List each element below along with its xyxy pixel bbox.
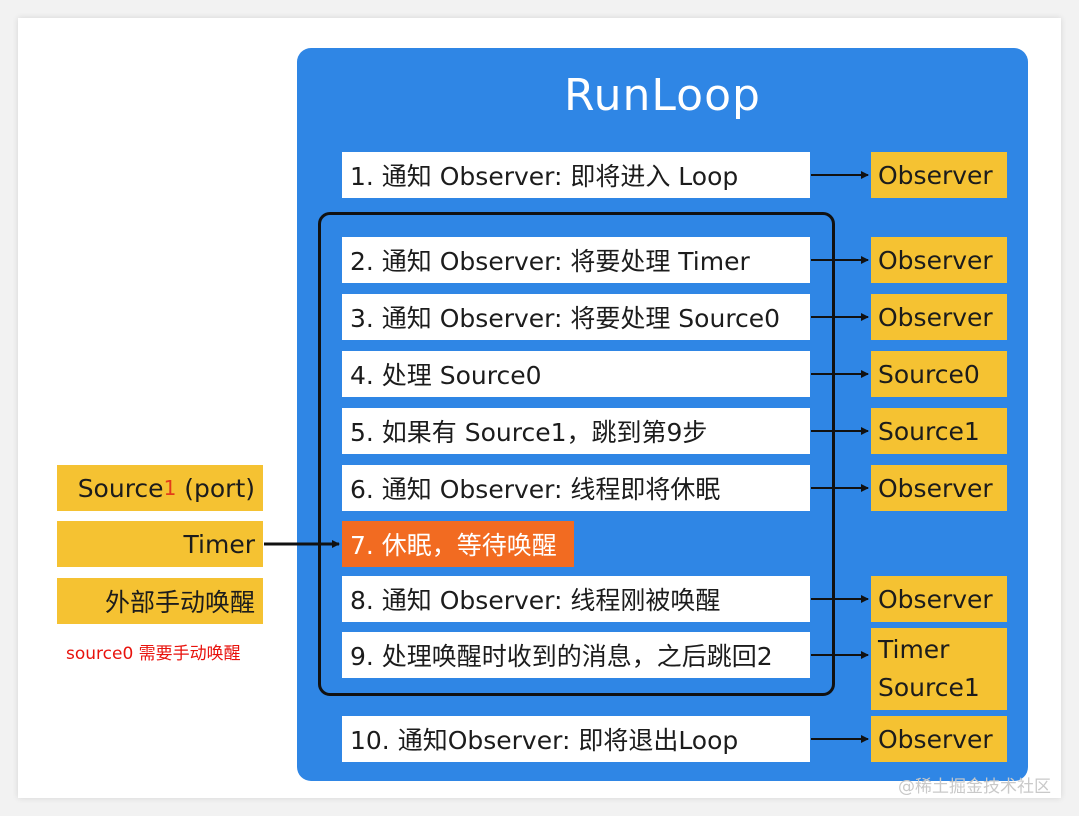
step-9: 9. 处理唤醒时收到的消息，之后跳回2 (342, 632, 810, 678)
step-10: 10. 通知Observer: 即将退出Loop (342, 716, 810, 762)
source1-prefix: Source (77, 473, 164, 503)
watermark: @稀土掘金技术社区 (898, 777, 1051, 797)
output-observer-3: Observer (871, 294, 1007, 340)
output-source1-label: Source1 (878, 673, 980, 702)
source1-mark: 1 (163, 476, 177, 500)
wake-manual: 外部手动唤醒 (57, 578, 263, 624)
step-6: 6. 通知 Observer: 线程即将休眠 (342, 465, 810, 511)
output-source1: Source1 (871, 408, 1007, 454)
output-observer-2: Observer (871, 237, 1007, 283)
output-observer-10: Observer (871, 716, 1007, 762)
wake-timer: Timer (57, 521, 263, 567)
step-3: 3. 通知 Observer: 将要处理 Source0 (342, 294, 810, 340)
step-7-sleep: 7. 休眠，等待唤醒 (342, 521, 574, 567)
output-observer-8: Observer (871, 576, 1007, 622)
step-5: 5. 如果有 Source1，跳到第9步 (342, 408, 810, 454)
source1-suffix: (port) (176, 473, 255, 503)
source0-note: source0 需要手动唤醒 (66, 644, 241, 664)
output-timer-source1: Timer Source1 (871, 628, 1007, 710)
step-2: 2. 通知 Observer: 将要处理 Timer (342, 237, 810, 283)
runloop-title: RunLoop (564, 70, 761, 121)
output-observer-1: Observer (871, 152, 1007, 198)
step-8: 8. 通知 Observer: 线程刚被唤醒 (342, 576, 810, 622)
loop-frame (318, 212, 835, 696)
output-source0: Source0 (871, 351, 1007, 397)
output-observer-6: Observer (871, 465, 1007, 511)
step-4: 4. 处理 Source0 (342, 351, 810, 397)
step-1: 1. 通知 Observer: 即将进入 Loop (342, 152, 810, 198)
output-timer-label: Timer (878, 635, 950, 664)
